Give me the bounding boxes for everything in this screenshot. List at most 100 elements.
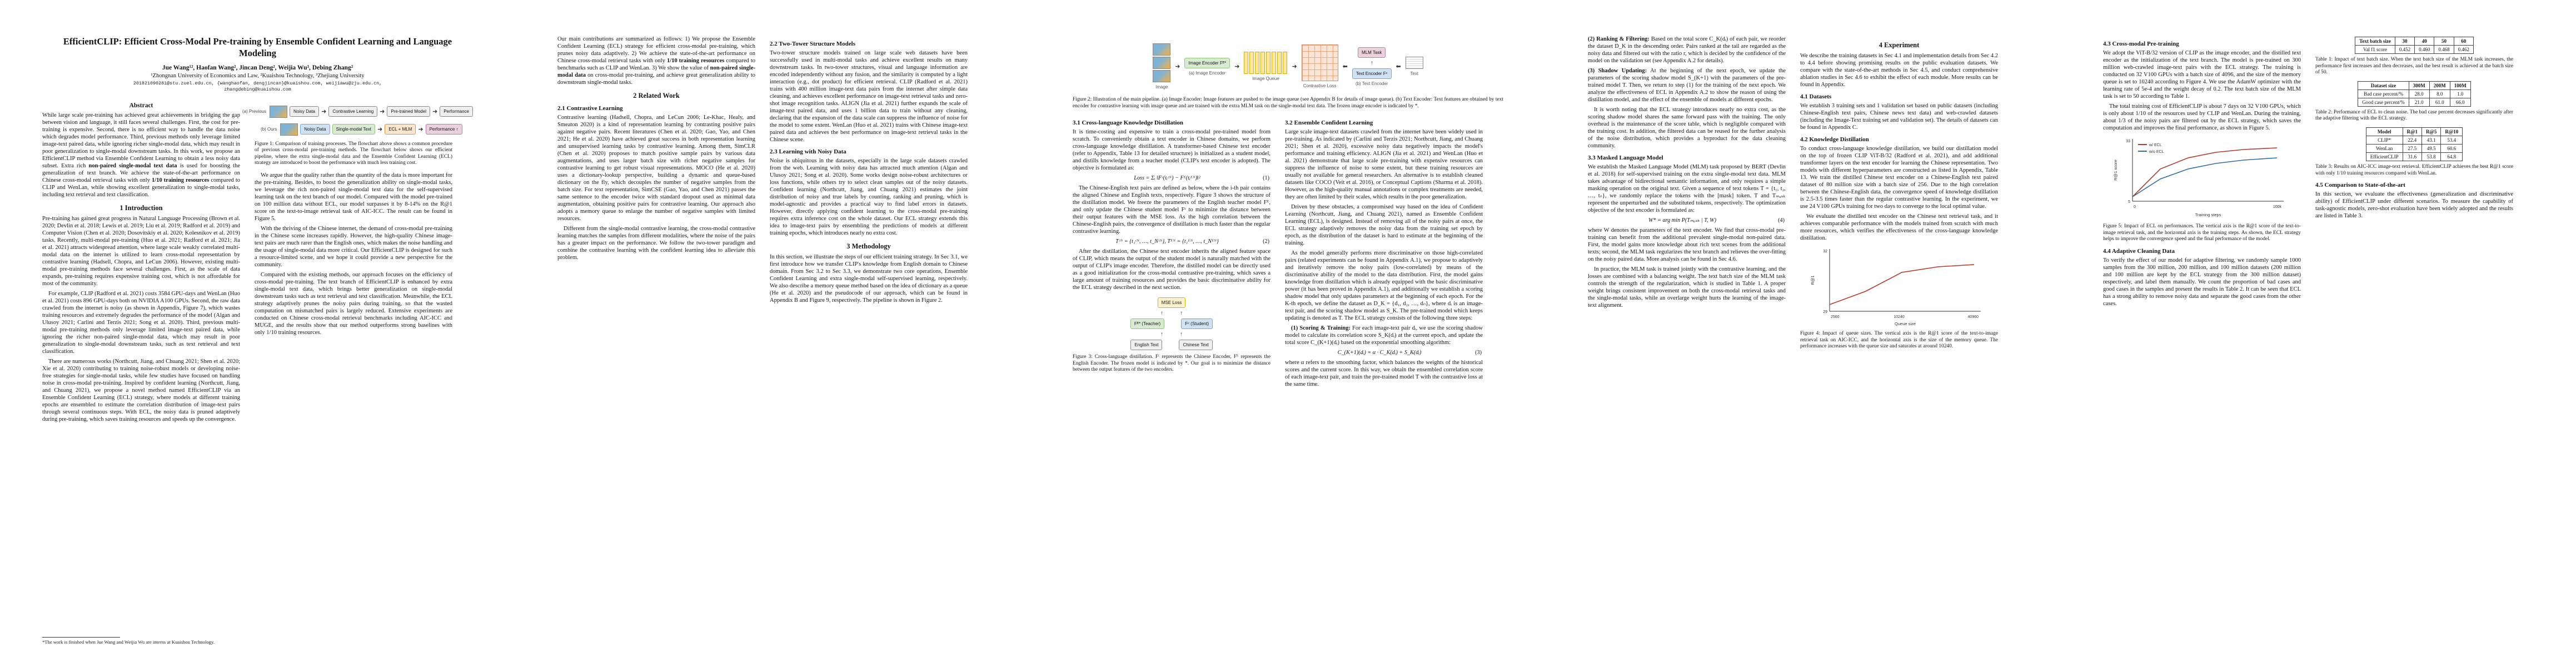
paragraph: Different from the single-modal contrast… [557, 226, 755, 261]
legend-label: w/ ECL [2149, 143, 2162, 147]
paragraph: In this section, we illustrate the steps… [770, 254, 968, 303]
paragraph: Pre-training has gained great progress i… [42, 215, 240, 287]
table-cell: Good case percent/% [2358, 97, 2409, 107]
figure3-caption: Figure 3: Cross-language distillation. F… [1073, 354, 1270, 373]
figure1-caption: Figure 1: Comparison of training process… [255, 141, 452, 166]
paragraph: where W denotes the parameters of the te… [1588, 227, 1786, 262]
paragraph: There are numerous works (Northcutt, Jia… [42, 358, 240, 422]
flow-box-single-modal: Single-modal Text [332, 124, 375, 135]
subsection-heading-sota: 4.5 Comparison to State-of-the-art [2315, 182, 2405, 189]
x-tick-label: 2560 [1831, 315, 1840, 319]
table-header-cell: Model [2365, 127, 2403, 136]
figure3-diagram: MSE Loss ↑ ↑ Fᴱ* (Teacher) Fᶜ (Student) … [1073, 294, 1270, 351]
table-cell: 0.460 [2414, 45, 2435, 54]
figure3-chinese-input: Chinese Text [1179, 340, 1213, 351]
arrow-right-icon: ➜ [1234, 63, 1240, 70]
abstract-heading: Abstract [129, 102, 153, 109]
queue-bar [1255, 52, 1260, 74]
figure4-chart: 29 32 2560 10240 40960 Queue size R@1 [1810, 249, 1981, 326]
figure3-loss-box: MSE Loss [1157, 297, 1186, 308]
figure2-sublabel-b: (b) Text Encoder [1355, 81, 1388, 86]
section-heading-experiment: 4 Experiment [1879, 41, 1920, 49]
image-thumbnail-icon [1153, 43, 1171, 56]
figure1-row-label: (a) Previous [242, 109, 266, 115]
subsection-heading-adaptive-cleaning: 4.4 Adaptive Cleaning Data [2103, 247, 2175, 255]
equation-body: C_(K+1)(dᵢ) = α · C_K(dᵢ) + S_K(dᵢ) [1337, 350, 1422, 356]
figure2-mlm-box: MLM Task [1358, 47, 1386, 58]
paragraph: (2) Ranking & Filtering: Based on the to… [1588, 36, 1786, 64]
figure2-sublabel-a: (a) Image Encoder [1189, 70, 1226, 76]
arrow-right-icon: ➜ [380, 108, 385, 116]
page-2: Our main contributions are summarized as… [515, 0, 1030, 667]
queue-bar [1260, 52, 1265, 74]
paragraph: where α refers to the smoothing factor, … [1285, 360, 1483, 388]
table-cell: 0.452 [2394, 45, 2415, 54]
figure2-matrix-label: Contrastive Loss [1303, 83, 1337, 88]
subsection-heading-two-tower: 2.2 Two-Tower Structure Models [770, 41, 855, 47]
queue-bar [1283, 52, 1288, 74]
affiliations: ¹Zhongnan University of Economics and La… [151, 72, 365, 79]
table-cell: WenLan [2365, 143, 2403, 153]
equation-4: W* = arg min P(Tₘₐₛₖ | T, W) (4) [1589, 217, 1785, 223]
x-axis-label: Training steps [2195, 212, 2221, 217]
figure3-student-box: Fᶜ (Student) [1181, 318, 1213, 330]
figure1: (a) Previous Noisy Data ➜ Contrastive Le… [242, 103, 473, 138]
table-cell: 8.0 [2429, 89, 2450, 98]
paragraph: After the distillation, the Chinese text… [1073, 248, 1270, 291]
footnote: *The work is finished when Jue Wang and … [42, 637, 240, 645]
paragraph: It is worth noting that the ECL strategy… [1588, 107, 1786, 149]
image-thumbnail-icon [280, 123, 298, 136]
paragraph: It is time-costing and expensive to trai… [1073, 129, 1270, 172]
table-cell: 66.0 [2449, 97, 2471, 107]
table-cell: 64.8 [2440, 152, 2463, 161]
equation-1: Loss = Σᵢ ‖Fᶜ(tᵢᶜᴺ) − Fᴱ(tᵢᴱᴺ)‖² (1) [1074, 175, 1269, 181]
flow-box-model: Pre-trained Model [387, 106, 430, 117]
page4-column-right: 4 Experiment We describe the training da… [1800, 36, 1998, 355]
paragraph: We adopt the ViT-B/32 version of CLIP as… [2103, 50, 2301, 99]
arrow-right-icon: ➜ [1292, 63, 1297, 70]
paragraph: Two-tower structure models trained on la… [770, 50, 968, 143]
equation-number: (2) [1263, 238, 1269, 245]
figure5-line-with-ecl [2132, 147, 2278, 197]
figure5-chart: w/ ECL w/o ECL 5 33 0 100k Training step… [2113, 139, 2284, 217]
page5-column-left: 4.3 Cross-modal Pre-training We adopt th… [2103, 36, 2301, 310]
figure5: w/ ECL w/o ECL 5 33 0 100k Training step… [2103, 135, 2301, 221]
equation-number: (4) [1778, 217, 1785, 223]
figure4-caption: Figure 4: Impact of queue sizes. The ver… [1800, 331, 1998, 350]
email-line: 201821090281@stu.zuel.edu.cn, {wanghaofa… [133, 80, 382, 86]
page3-column-right: 3.2 Ensemble Confident Learning Large sc… [1285, 115, 1483, 391]
table-cell: 22.4 [2402, 135, 2422, 145]
legend-label: w/o ECL [2149, 150, 2164, 154]
page1-column-left: Abstract While large scale pre-training … [42, 101, 240, 426]
equation-body: Loss = Σᵢ ‖Fᶜ(tᵢᶜᴺ) − Fᴱ(tᵢᴱᴺ)‖² [1134, 175, 1200, 182]
table-header-cell: 300M [2408, 81, 2430, 90]
footnote-text: *The work is finished when Jue Wang and … [42, 639, 215, 645]
table-cell: 53.8 [2421, 152, 2442, 161]
equation-3: C_(K+1)(dᵢ) = α · C_K(dᵢ) + S_K(dᵢ) (3) [1286, 350, 1482, 356]
email-line: zhangdebing@kuaishou.com [224, 87, 291, 93]
table-header-cell: R@10 [2440, 127, 2463, 136]
page-3: Image ➜ Image Encoder Fᴱ* (a) Image Enco… [1030, 0, 1546, 667]
table-header-cell: 50 [2434, 37, 2454, 46]
page1-column-right: (a) Previous Noisy Data ➜ Contrastive Le… [242, 101, 473, 426]
arrow-left-icon: ⬅ [1396, 63, 1401, 70]
figure2-caption: Figure 2: Illustration of the main pipel… [1073, 97, 1503, 109]
subsection-heading-mlm: 3.3 Masked Language Model [1588, 155, 1663, 161]
y-tick-label: 5 [2128, 200, 2130, 204]
paragraph: We establish 3 training sets and 1 valid… [1800, 103, 1998, 131]
page-5: 4.3 Cross-modal Pre-training We adopt th… [2061, 0, 2576, 667]
figure2-image-encoder-box: Image Encoder Fᴱ* [1184, 57, 1230, 68]
queue-bar [1249, 52, 1254, 74]
figure1-row-ours: (b) Ours Noisy Data Single-modal Text ➜ … [245, 123, 462, 136]
paragraph: (3) Shadow Updating: At the beginning of… [1588, 68, 1786, 103]
paragraph: We describe the training datasets in Sec… [1800, 53, 1998, 88]
footnote-rule [42, 637, 120, 638]
paragraph: We establish the Masked Language Model (… [1588, 164, 1786, 213]
queue-bar [1266, 52, 1271, 74]
connector-line: ↑ [1160, 310, 1163, 317]
figure1-row-label: (b) Ours [261, 127, 277, 132]
text-document-icon [1405, 57, 1423, 69]
table-cell: 27.5 [2402, 143, 2422, 153]
